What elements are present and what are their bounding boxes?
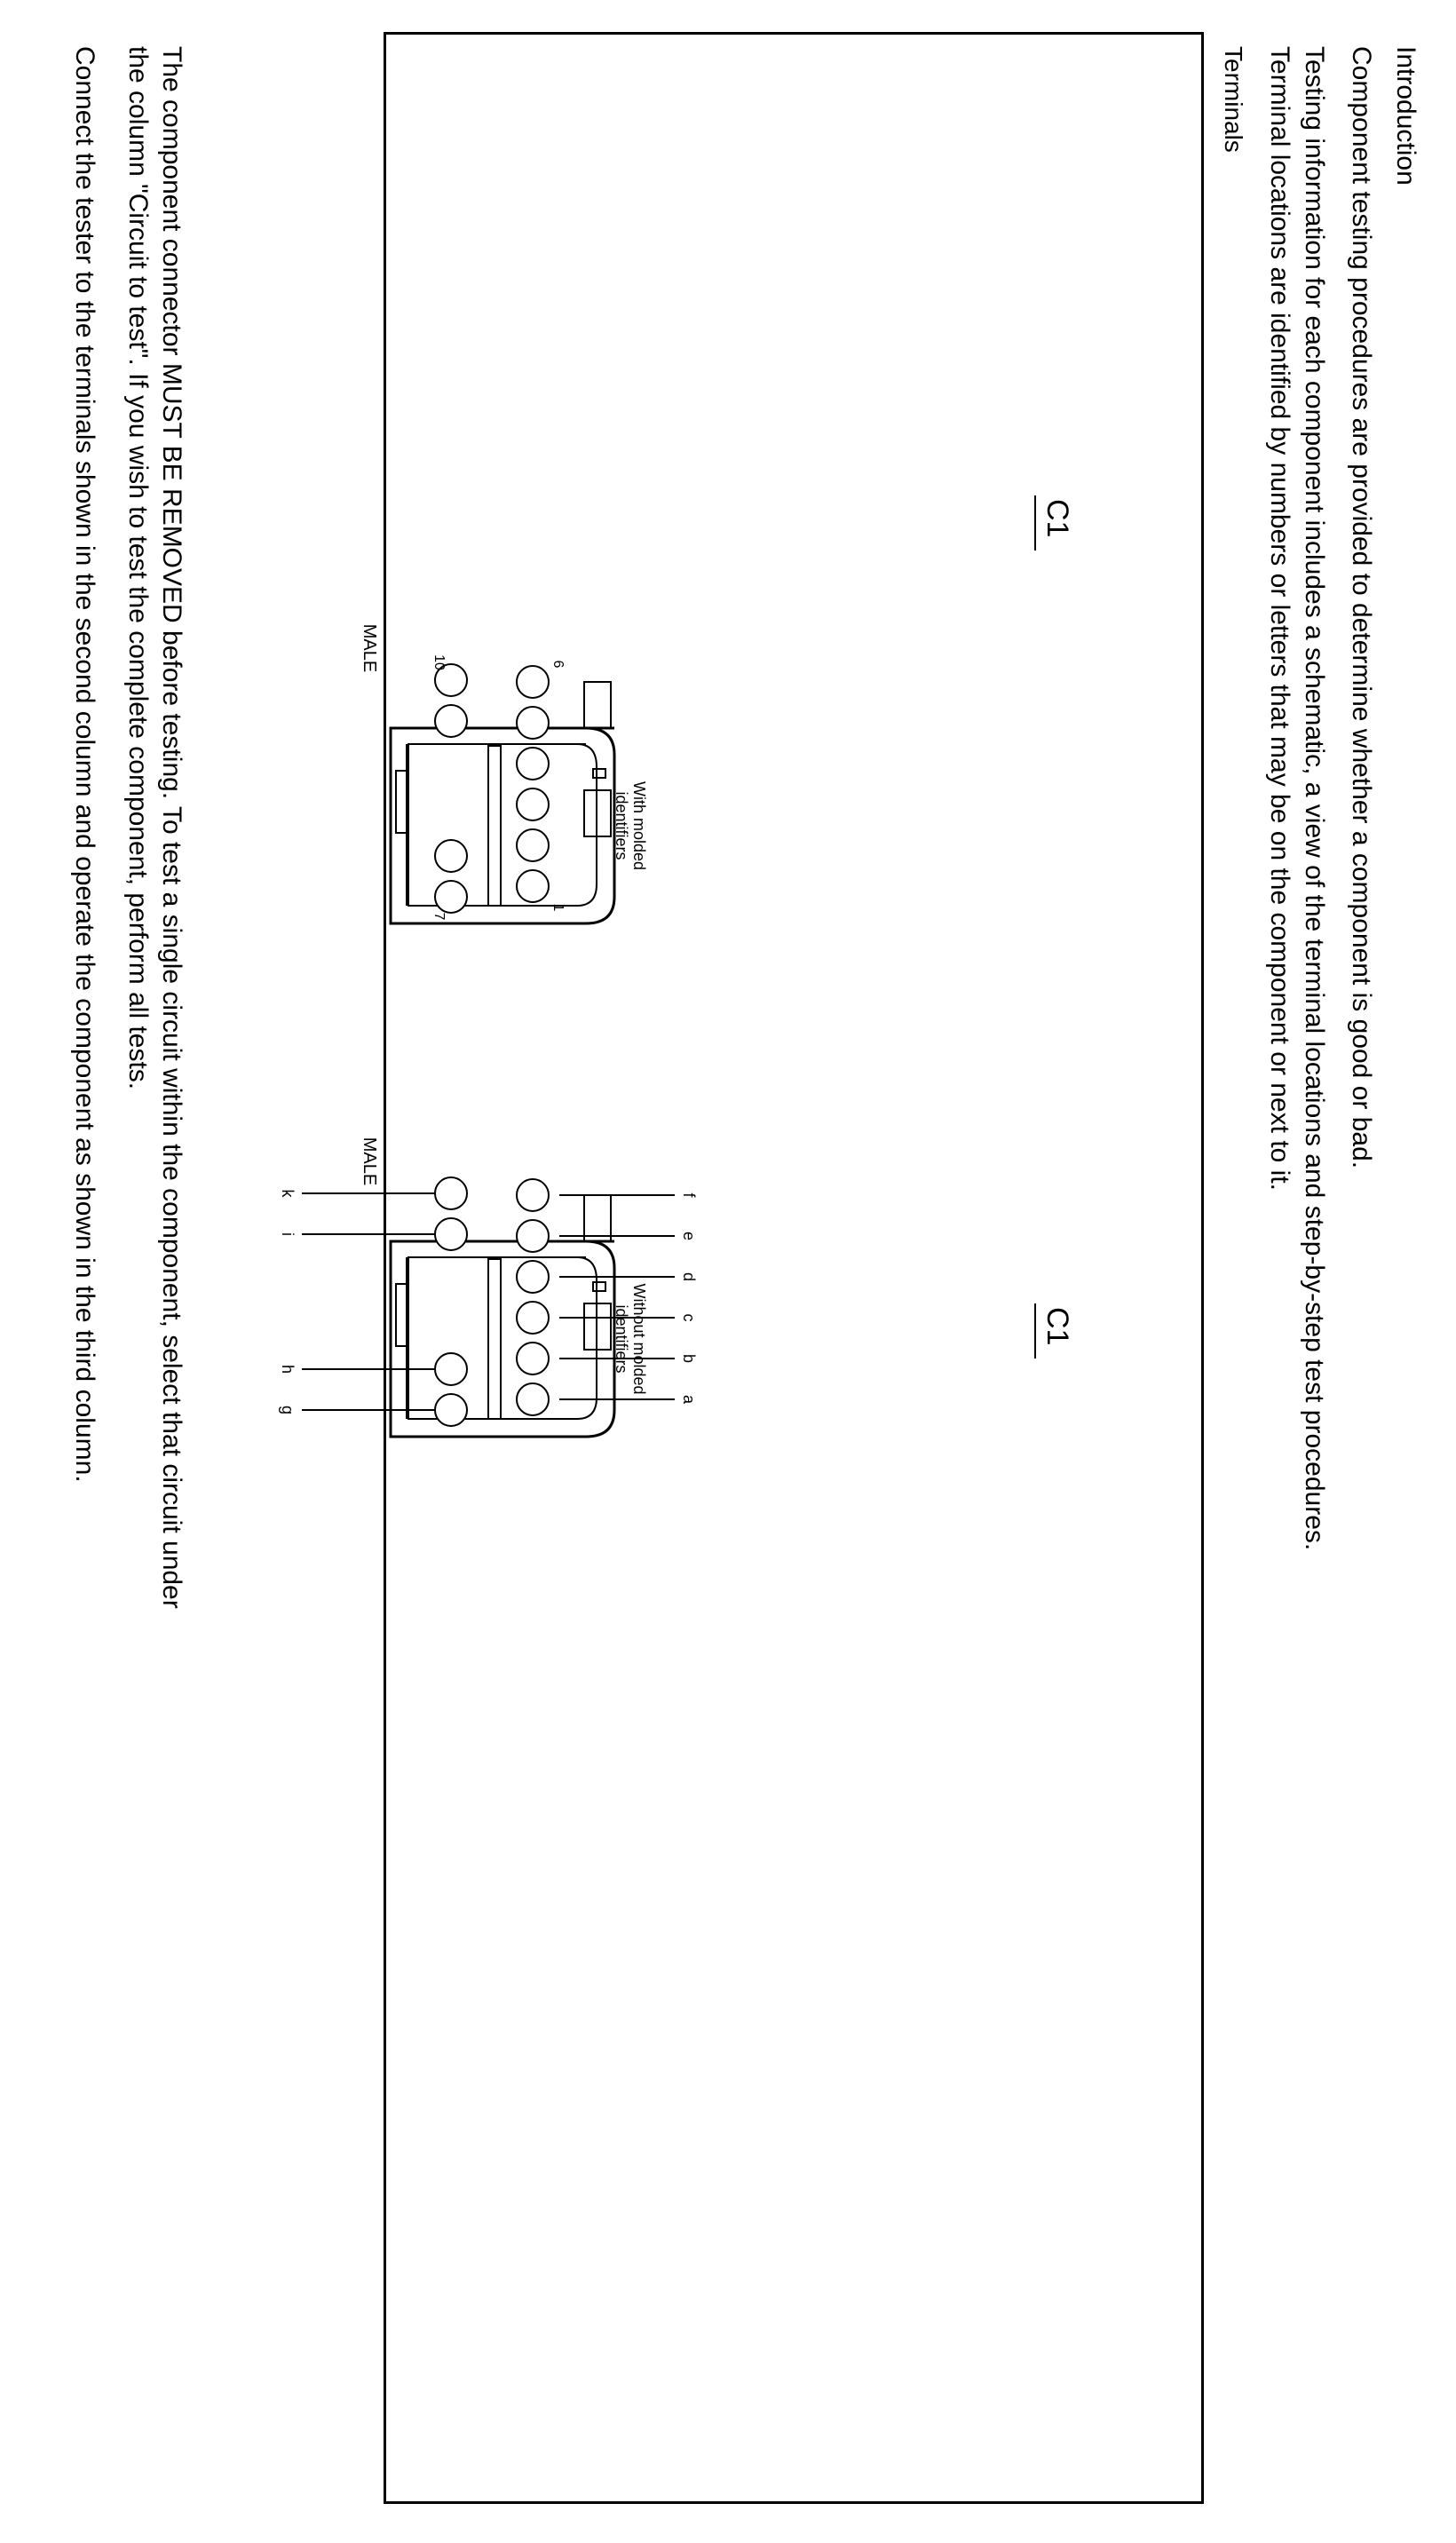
left-pin-label-7: 7 [431, 913, 447, 921]
instructions-line-1: The component connector MUST BE REMOVED … [157, 46, 186, 1609]
left-pin-label-1: 1 [550, 904, 566, 912]
right-pin-a [516, 1382, 550, 1416]
left-caption-bottom: identifiers [613, 791, 630, 860]
right-pin-label-k: k [279, 1190, 297, 1199]
right-gender-label: MALE [360, 1137, 379, 1185]
right-pin-i [434, 1217, 468, 1251]
right-pin-label-b: b [680, 1354, 698, 1363]
left-pin-2 [516, 828, 550, 862]
right-caption-bottom: identifiers [613, 1304, 630, 1373]
left-pin-10 [434, 663, 468, 697]
right-pin-f [516, 1178, 550, 1212]
right-pin-label-d: d [680, 1272, 698, 1281]
right-pin-label-c: c [680, 1314, 698, 1322]
left-pin-4 [516, 747, 550, 780]
left-connector-title: C1 [1041, 499, 1074, 537]
right-pin-c [516, 1301, 550, 1335]
left-connector [389, 663, 616, 925]
right-pin-label-f: f [680, 1192, 698, 1198]
right-caption-top: Without molded [630, 1283, 648, 1394]
right-pin-e [516, 1219, 550, 1253]
left-caption-top: With molded [630, 781, 648, 870]
instructions-line-3: Connect the tester to the terminals show… [70, 46, 99, 1483]
right-pin-label-h: h [279, 1365, 297, 1374]
right-pin-h [434, 1352, 468, 1386]
left-pin-3 [516, 788, 550, 821]
right-pin-d [516, 1260, 550, 1294]
right-pin-b [516, 1342, 550, 1375]
right-connector [302, 1176, 675, 1438]
right-pin-g [434, 1393, 468, 1427]
left-pin-label-6: 6 [550, 661, 566, 669]
left-pin-8 [434, 839, 468, 873]
right-pin-label-i: i [279, 1232, 297, 1236]
left-pin-label-10: 10 [431, 654, 447, 670]
left-gender-label: MALE [360, 624, 379, 672]
right-connector-title: C1 [1041, 1307, 1074, 1345]
left-pin-1 [516, 869, 550, 903]
right-pin-label-e: e [680, 1232, 698, 1240]
right-pin-label-a: a [680, 1395, 698, 1405]
left-pin-6 [516, 665, 550, 699]
left-pin-5 [516, 706, 550, 740]
left-pin-7 [434, 880, 468, 914]
left-pin-9 [434, 704, 468, 738]
right-pin-k [434, 1176, 468, 1210]
instructions-line-2: the column "Circuit to test". If you wis… [123, 46, 153, 1090]
right-pin-label-g: g [279, 1406, 297, 1414]
